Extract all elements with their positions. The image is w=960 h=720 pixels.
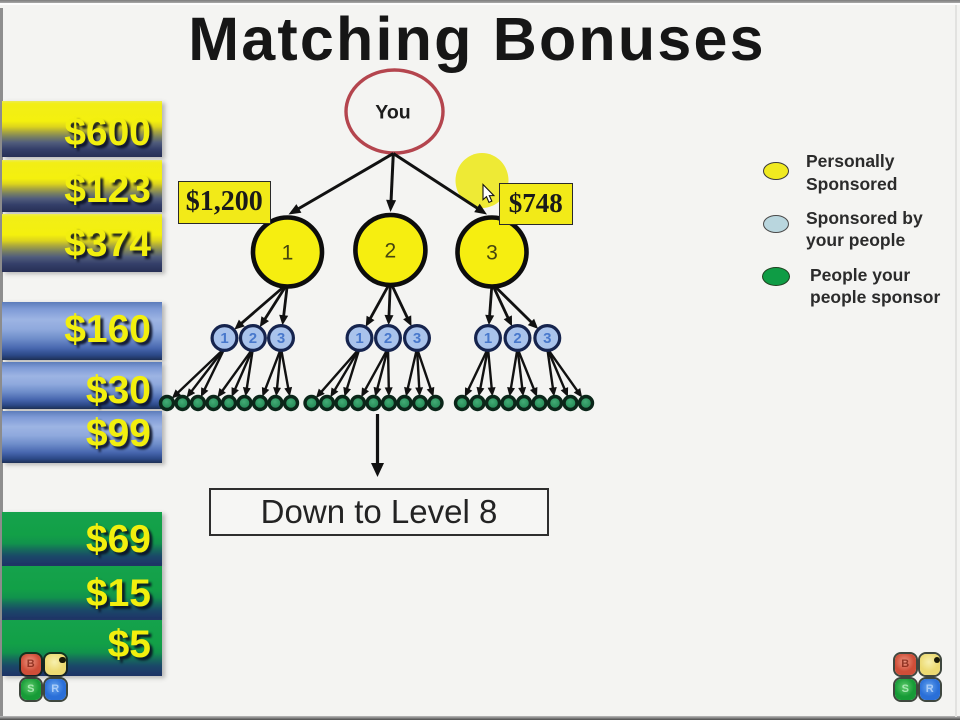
svg-text:You: You bbox=[375, 102, 410, 124]
svg-text:3: 3 bbox=[277, 330, 285, 347]
svg-text:1: 1 bbox=[282, 241, 294, 264]
svg-text:2: 2 bbox=[249, 330, 257, 347]
svg-text:2: 2 bbox=[385, 239, 397, 262]
svg-text:2: 2 bbox=[513, 330, 521, 347]
svg-text:3: 3 bbox=[486, 241, 498, 264]
svg-text:3: 3 bbox=[413, 330, 421, 347]
svg-text:3: 3 bbox=[543, 330, 551, 347]
svg-text:1: 1 bbox=[355, 330, 363, 347]
svg-text:1: 1 bbox=[484, 330, 492, 347]
svg-text:2: 2 bbox=[384, 330, 392, 347]
svg-text:1: 1 bbox=[220, 330, 228, 347]
